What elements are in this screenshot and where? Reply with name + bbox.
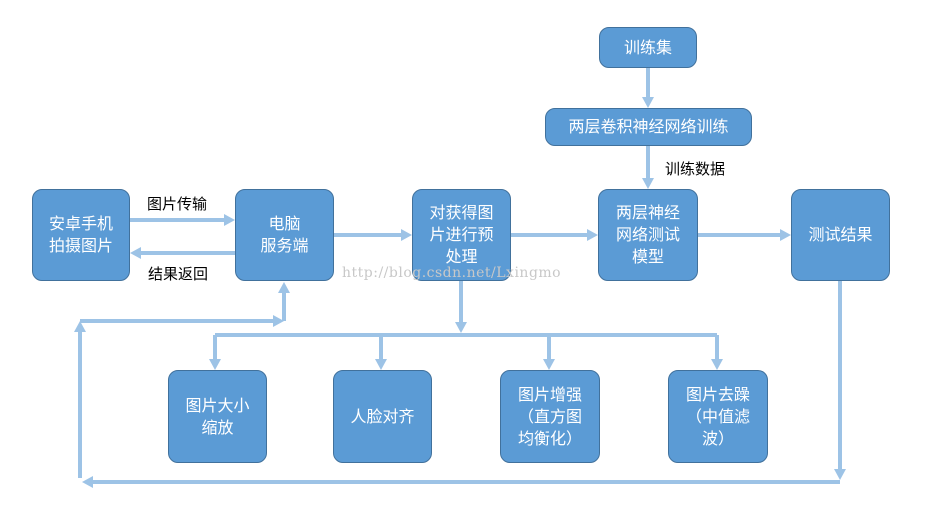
node-pc-server: 电脑 服务端	[235, 189, 334, 281]
arrowhead	[74, 321, 86, 332]
arrowhead	[543, 359, 555, 370]
node-test-result: 测试结果	[791, 189, 890, 281]
arrowhead	[587, 229, 598, 241]
node-training-set: 训练集	[599, 27, 697, 68]
arrowhead	[834, 469, 846, 480]
node-denoise: 图片去躁 （中值滤 波）	[668, 370, 768, 463]
arrowhead	[375, 359, 387, 370]
node-android-capture: 安卓手机 拍摄图片	[32, 189, 130, 281]
label-training-data: 训练数据	[665, 160, 726, 178]
node-preprocess: 对获得图 片进行预 处理	[412, 189, 511, 281]
node-cnn-training: 两层卷积神经网络训练	[545, 108, 752, 146]
arrowhead	[455, 322, 467, 333]
node-face-align: 人脸对齐	[333, 370, 432, 463]
node-resize: 图片大小 缩放	[168, 370, 267, 463]
node-cnn-model: 两层神经 网络测试 模型	[598, 189, 698, 281]
arrowhead	[82, 476, 93, 488]
arrowhead	[130, 247, 141, 259]
watermark: http://blog.csdn.net/Lxingmo	[342, 265, 562, 281]
label-image-transfer: 图片传输	[147, 195, 208, 213]
node-enhance: 图片增强 （直方图 均衡化）	[500, 370, 600, 463]
arrowhead	[273, 315, 284, 327]
arrowhead	[642, 178, 654, 189]
arrowhead	[711, 359, 723, 370]
arrowhead	[224, 214, 235, 226]
arrowhead	[642, 97, 654, 108]
arrowhead	[209, 359, 221, 370]
label-result-return: 结果返回	[148, 265, 209, 283]
arrowhead	[780, 229, 791, 241]
arrowhead	[401, 229, 412, 241]
arrowhead	[278, 282, 290, 293]
